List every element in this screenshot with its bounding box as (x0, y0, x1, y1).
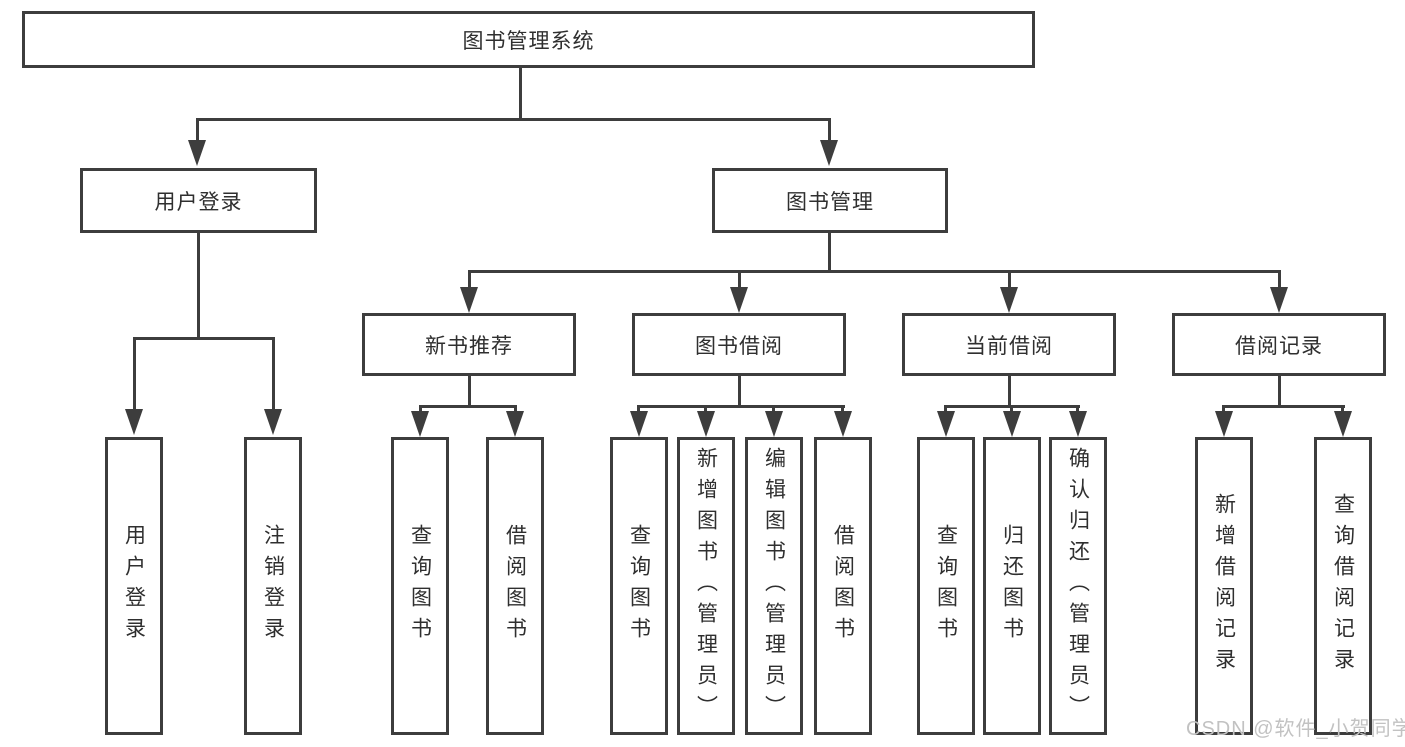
node-records-add: 新增借阅记录 (1195, 437, 1253, 735)
node-current-query: 查询图书 (917, 437, 975, 735)
node-new-books: 新书推荐 (362, 313, 576, 376)
connector-drop (1341, 405, 1344, 415)
node-new-books-label: 新书推荐 (425, 334, 513, 358)
node-logout-label: 注销登录 (261, 524, 285, 648)
connector-drop (637, 405, 640, 415)
node-current-borrow-label: 当前借阅 (965, 334, 1053, 358)
connector-borrow-records-children (1223, 405, 1345, 408)
arrow-down-icon (188, 140, 206, 166)
connector-drop (1010, 405, 1013, 415)
node-bookborrow-edit-label: 编辑图书（管理员） (762, 446, 786, 726)
node-management: 图书管理 (712, 168, 948, 233)
connector-book-borrow-children (638, 405, 845, 408)
connector-drop (772, 405, 775, 415)
connector-current-borrow-stem (1008, 376, 1011, 407)
node-management-label: 图书管理 (786, 190, 874, 214)
connector-level3 (468, 270, 1280, 273)
arrow-down-icon (834, 411, 852, 437)
arrow-down-icon (1069, 411, 1087, 437)
node-user-login: 用户登录 (105, 437, 163, 735)
arrow-down-icon (1270, 287, 1288, 313)
node-bookborrow-query-label: 查询图书 (627, 524, 651, 648)
arrow-down-icon (730, 287, 748, 313)
node-borrow-records: 借阅记录 (1172, 313, 1386, 376)
arrow-down-icon (1003, 411, 1021, 437)
node-borrow-records-label: 借阅记录 (1235, 334, 1323, 358)
node-newbooks-borrow: 借阅图书 (486, 437, 544, 735)
node-login: 用户登录 (80, 168, 317, 233)
node-newbooks-borrow-label: 借阅图书 (503, 524, 527, 648)
connector-book-borrow-drop (738, 270, 741, 290)
node-records-add-label: 新增借阅记录 (1212, 493, 1236, 679)
node-current-return-label: 归还图书 (1000, 524, 1024, 648)
arrow-down-icon (264, 409, 282, 435)
connector-login-children (133, 337, 275, 340)
connector-login-drop (196, 118, 199, 142)
node-bookborrow-borrow: 借阅图书 (814, 437, 872, 735)
connector-book-borrow-stem (738, 376, 741, 407)
arrow-down-icon (460, 287, 478, 313)
connector-drop (419, 405, 422, 415)
connector-login-stem (197, 233, 200, 337)
arrow-down-icon (937, 411, 955, 437)
node-root: 图书管理系统 (22, 11, 1035, 68)
node-records-query: 查询借阅记录 (1314, 437, 1372, 735)
connector-management-stem (828, 233, 831, 273)
node-current-return: 归还图书 (983, 437, 1041, 735)
node-login-label: 用户登录 (154, 190, 243, 214)
node-newbooks-query: 查询图书 (391, 437, 449, 735)
node-book-borrow: 图书借阅 (632, 313, 846, 376)
arrow-down-icon (1215, 411, 1233, 437)
connector-drop (1222, 405, 1225, 415)
connector-user-login-drop (133, 337, 136, 412)
node-book-borrow-label: 图书借阅 (695, 334, 783, 358)
arrow-down-icon (697, 411, 715, 437)
connector-level2 (196, 118, 831, 121)
node-root-label: 图书管理系统 (462, 29, 595, 53)
arrow-down-icon (630, 411, 648, 437)
connector-management-drop (828, 118, 831, 142)
connector-borrow-records-stem (1278, 376, 1281, 407)
node-bookborrow-query: 查询图书 (610, 437, 668, 735)
connector-logout-drop (272, 337, 275, 412)
connector-drop (944, 405, 947, 415)
arrow-down-icon (1000, 287, 1018, 313)
node-logout: 注销登录 (244, 437, 302, 735)
connector-drop (841, 405, 844, 415)
arrow-down-icon (820, 140, 838, 166)
node-bookborrow-edit: 编辑图书（管理员） (745, 437, 803, 735)
connector-root-stem (519, 68, 522, 118)
connector-new-books-drop (468, 270, 471, 290)
arrow-down-icon (411, 411, 429, 437)
node-user-login-label: 用户登录 (122, 524, 146, 648)
node-current-confirm-label: 确认归还（管理员） (1066, 446, 1090, 726)
connector-new-books-children (419, 405, 517, 408)
arrow-down-icon (125, 409, 143, 435)
connector-current-borrow-drop (1008, 270, 1011, 290)
node-newbooks-query-label: 查询图书 (408, 524, 432, 648)
connector-drop (704, 405, 707, 415)
connector-borrow-records-drop (1278, 270, 1281, 290)
node-bookborrow-add-label: 新增图书（管理员） (694, 446, 718, 726)
arrow-down-icon (765, 411, 783, 437)
connector-drop (514, 405, 517, 415)
node-records-query-label: 查询借阅记录 (1331, 493, 1355, 679)
connector-drop (1076, 405, 1079, 415)
node-current-query-label: 查询图书 (934, 524, 958, 648)
connector-new-books-stem (468, 376, 471, 407)
node-current-confirm: 确认归还（管理员） (1049, 437, 1107, 735)
node-bookborrow-borrow-label: 借阅图书 (831, 524, 855, 648)
arrow-down-icon (506, 411, 524, 437)
watermark: CSDN @软件_小贺同学 (1186, 718, 1405, 740)
node-current-borrow: 当前借阅 (902, 313, 1116, 376)
node-bookborrow-add: 新增图书（管理员） (677, 437, 735, 735)
arrow-down-icon (1334, 411, 1352, 437)
